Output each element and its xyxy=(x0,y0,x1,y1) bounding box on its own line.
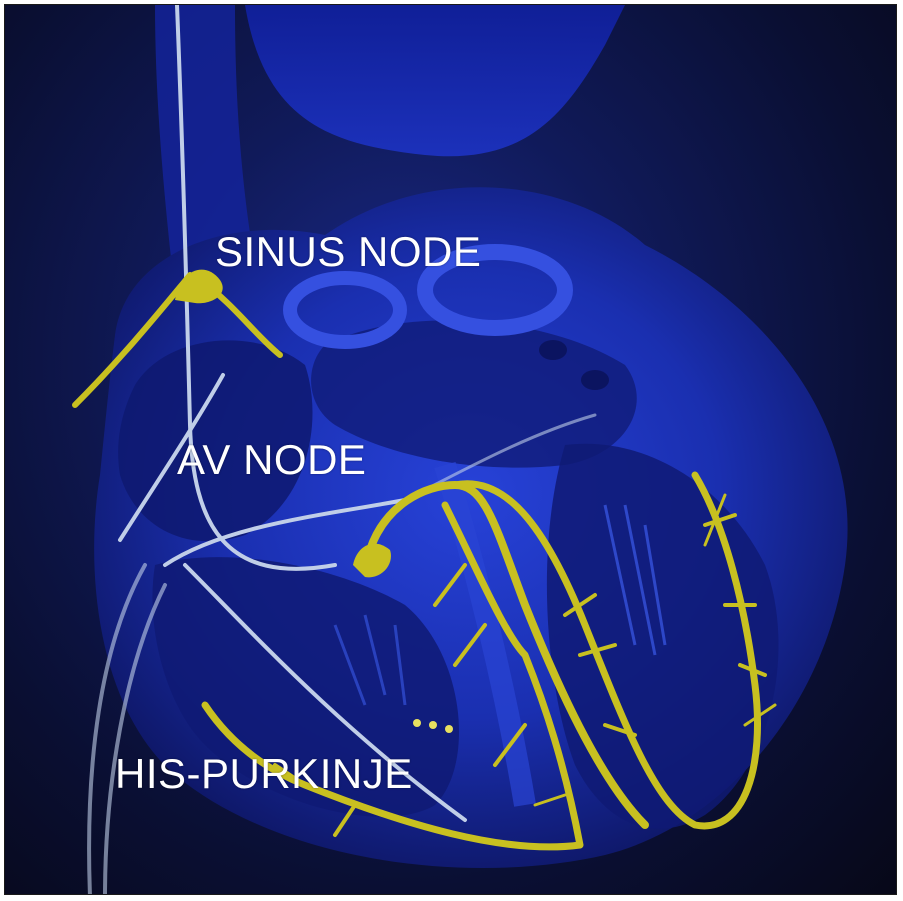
av-node-label: AV NODE xyxy=(177,439,366,481)
his-purkinje-label: HIS-PURKINJE xyxy=(115,753,413,795)
diagram-frame: SINUS NODE AV NODE HIS-PURKINJE xyxy=(4,4,897,895)
aorta xyxy=(245,5,625,156)
sinus-node-label: SINUS NODE xyxy=(215,231,481,273)
